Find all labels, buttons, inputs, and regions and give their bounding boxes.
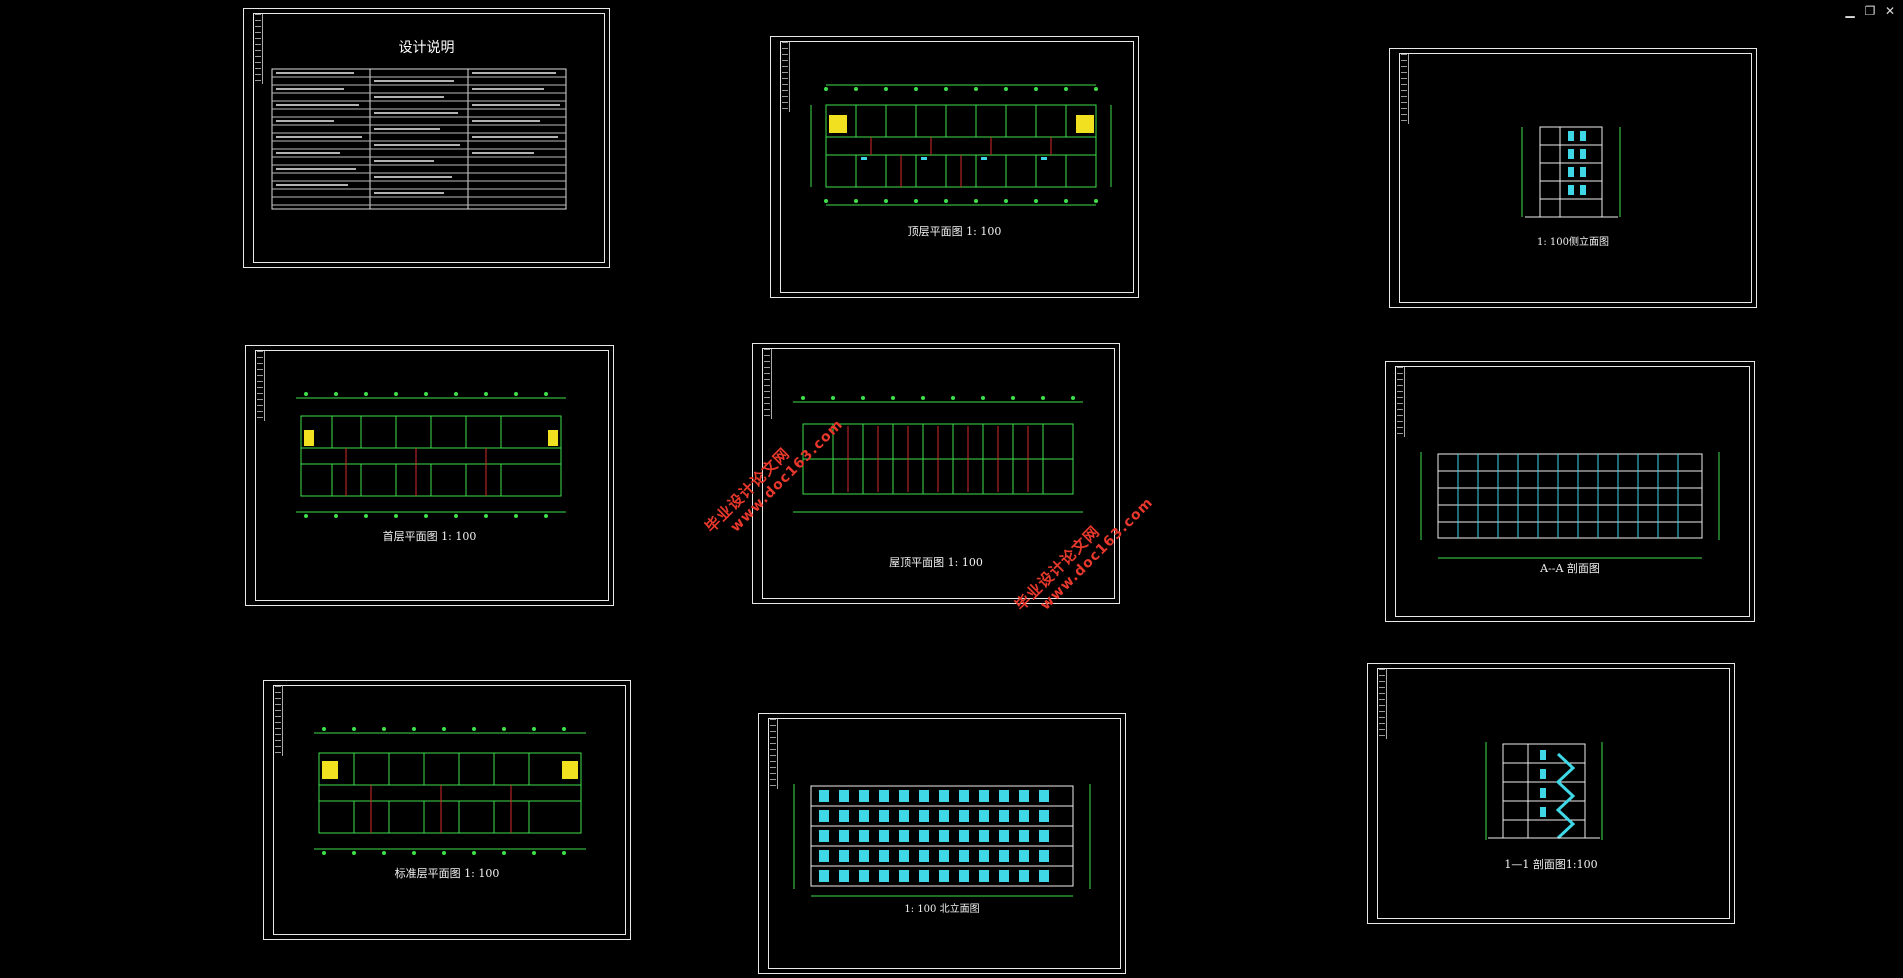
elevation-drawing [1521,126,1621,218]
drawing-caption: 顶层平面图 1: 100 [907,225,1002,238]
sheet-frame [1395,366,1750,617]
drawing-caption: A--A 剖面图 [1540,562,1600,575]
sheet-section-11[interactable]: 1—1 剖面图1:100 [1367,663,1735,924]
sheet-frame [1399,53,1752,303]
title-block [254,14,263,84]
title-block [1378,669,1387,739]
design-notes-table [271,68,567,210]
design-notes-title: 设计说明 [398,40,455,56]
title-block [781,42,790,112]
drawing-caption: 1: 100 北立面图 [904,904,980,915]
title-block [763,349,772,419]
sheet-frame [768,718,1121,969]
sheet-frame [1377,668,1730,919]
drawing-caption: 屋顶平面图 1: 100 [889,556,983,569]
title-block [769,719,778,789]
sheet-frame [273,685,626,935]
sheet-side-elevation[interactable]: 1: 100侧立面图 [1389,48,1757,308]
drawing-caption: 首层平面图 1: 100 [382,530,477,543]
sheet-frame [255,350,609,601]
floor-plan-drawing [296,392,566,518]
floor-plan-drawing [810,84,1112,206]
sheet-frame [780,41,1134,293]
minimize-icon[interactable]: ▁ [1845,4,1855,18]
title-block [256,351,265,421]
sheet-frame [762,348,1115,599]
elevation-drawing [793,784,1091,897]
sheet-ground-floor-plan[interactable]: 首层平面图 1: 100 [245,345,614,606]
floor-plan-drawing [314,727,586,855]
sheet-standard-floor-plan[interactable]: 标准层平面图 1: 100 [263,680,631,940]
section-drawing [1485,742,1603,840]
sheet-north-elevation[interactable]: 1: 100 北立面图 [758,713,1126,974]
drawing-caption: 标准层平面图 1: 100 [394,867,500,880]
title-block [1396,367,1405,437]
sheet-design-notes[interactable]: 设计说明 [243,8,610,268]
window-controls: ▁ ❐ ✕ [1843,4,1897,18]
roof-plan-drawing [793,396,1083,513]
sheet-section-aa[interactable]: A--A 剖面图 [1385,361,1755,622]
drawing-caption: 1: 100侧立面图 [1537,237,1609,248]
sheet-frame [253,13,605,263]
title-block [1400,54,1409,124]
sheet-roof-plan[interactable]: 屋顶平面图 1: 100 [752,343,1120,604]
drawing-caption: 1—1 剖面图1:100 [1504,858,1598,871]
title-block [274,686,283,756]
restore-icon[interactable]: ❐ [1864,4,1876,18]
section-drawing [1420,452,1720,559]
sheet-top-floor-plan[interactable]: 顶层平面图 1: 100 [770,36,1139,298]
close-icon[interactable]: ✕ [1884,4,1896,18]
